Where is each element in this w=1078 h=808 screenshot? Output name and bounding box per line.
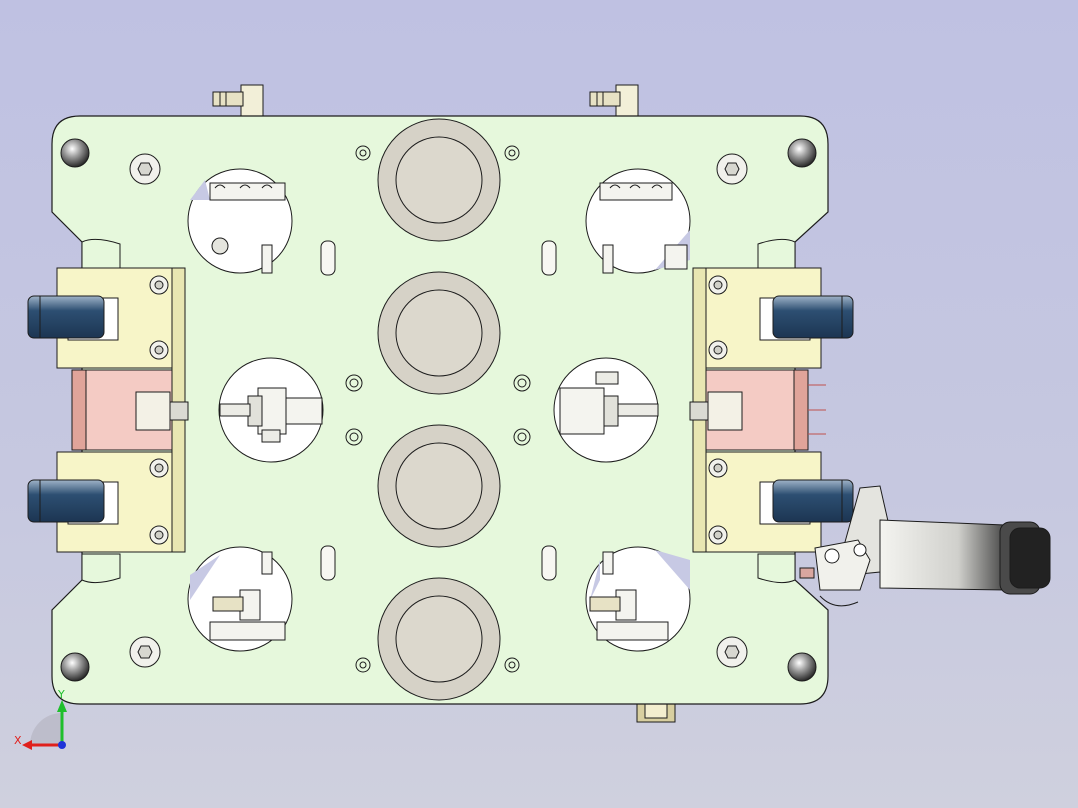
through-hole-top-right bbox=[585, 168, 691, 274]
corner-ball-studs bbox=[60, 138, 817, 682]
central-bosses bbox=[377, 118, 501, 701]
x-axis-label: X bbox=[14, 734, 22, 747]
y-axis-label: Y bbox=[57, 688, 65, 701]
toggle-clamp-cylinder bbox=[799, 485, 1051, 607]
left-clamp-assembly bbox=[27, 267, 189, 553]
right-clamp-assembly bbox=[689, 267, 854, 553]
through-hole-mid-left bbox=[218, 357, 324, 463]
coordinate-triad: Y X bbox=[14, 688, 67, 750]
through-hole-bottom-right bbox=[585, 546, 691, 652]
y-axis-arrowhead bbox=[57, 700, 67, 712]
through-hole-top-left bbox=[187, 168, 293, 274]
top-locating-pin-left bbox=[212, 84, 264, 118]
through-hole-bottom-left bbox=[187, 546, 293, 652]
plate-side-tabs bbox=[81, 238, 796, 584]
z-axis-dot bbox=[58, 741, 66, 749]
slot-features bbox=[320, 240, 557, 581]
cap-screws bbox=[129, 153, 748, 668]
through-hole-mid-right bbox=[553, 357, 659, 463]
top-locating-pin-right bbox=[589, 84, 639, 118]
x-axis-arrowhead bbox=[22, 740, 32, 750]
dowel-holes bbox=[345, 145, 531, 673]
